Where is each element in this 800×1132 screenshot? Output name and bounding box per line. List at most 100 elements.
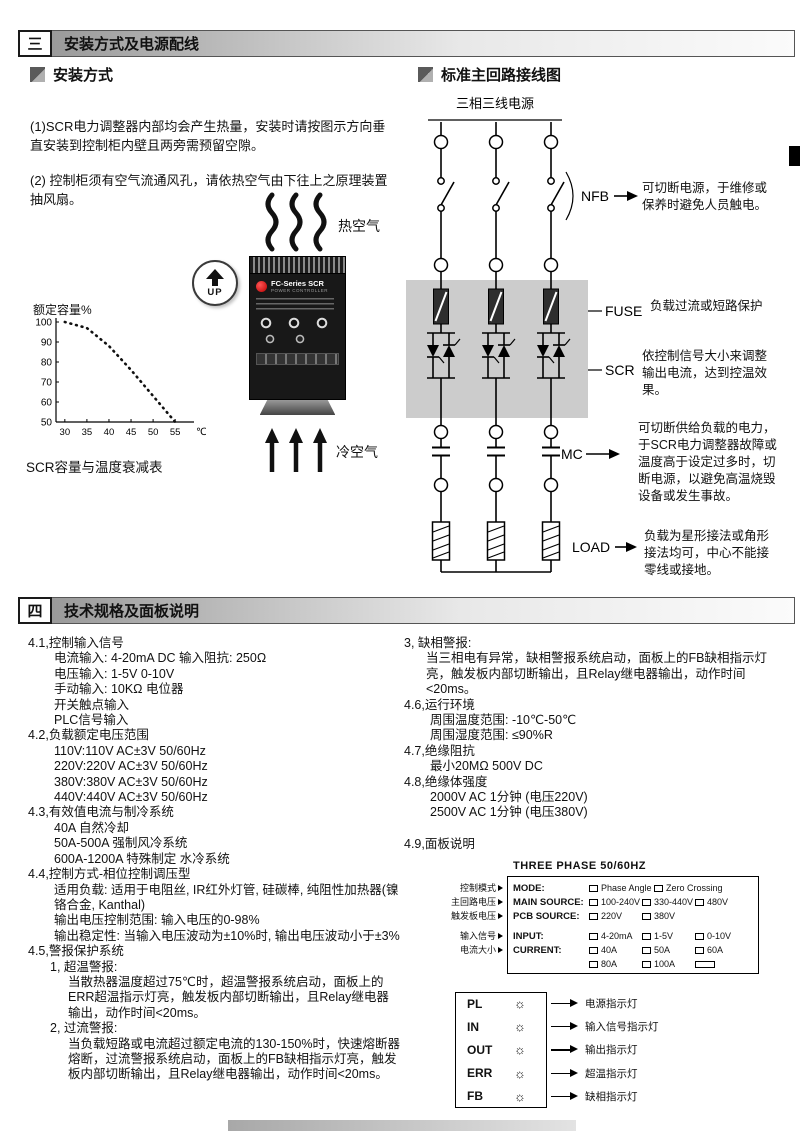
nfb-annotation: 可切断电源，于维修或保养时避免人员触电。	[642, 181, 768, 212]
source-label: 三相三线电源	[456, 96, 534, 111]
spec-line: 适用负载: 适用于电阻丝, IR红外灯管, 硅碳棒, 纯阻性加热器(镍铬合金, …	[54, 882, 399, 912]
nfb-group-brace	[565, 171, 574, 221]
scr-controller-device: FC-Series SCR POWER CONTROLLER	[249, 256, 346, 415]
panel-row-current-2: 80A 100A	[513, 957, 753, 971]
specs-right-column: 3, 缺相警报:当三相电有异常，缺相警报系统启动，面板上的FB缺相指示灯亮，触发…	[404, 636, 786, 852]
indicator-description: 电源指示灯	[585, 998, 638, 1011]
panel-row-current: CURRENT: 40A 50A 60A	[513, 943, 753, 957]
spec-line: 1, 超温警报:	[50, 959, 118, 974]
spec-line: 2, 过流警报:	[50, 1021, 118, 1036]
terminal-strip	[256, 353, 339, 365]
footer-bar	[228, 1120, 576, 1131]
panel-option-label: 330-440V	[654, 897, 694, 907]
checkbox-icon	[589, 898, 598, 906]
panel-option: 0-10V	[695, 931, 748, 941]
hot-air-waves-icon	[265, 192, 327, 252]
nfb-label: NFB	[581, 188, 609, 204]
panel-option-label: 480V	[707, 897, 729, 907]
x-tick-label: 30	[60, 427, 71, 438]
spec-line: 40A 自然冷却	[54, 820, 130, 835]
checkbox-icon	[695, 932, 704, 940]
section3-title: 安装方式及电源配线	[52, 30, 795, 57]
panel-title: THREE PHASE 50/60HZ	[513, 860, 646, 872]
panel-option: 40A	[589, 945, 642, 955]
indicator-name: FB	[467, 1089, 483, 1104]
y-tick-label: 60	[41, 398, 53, 409]
spec-line: 4.3,有效值电流与制冷系统	[28, 805, 174, 820]
x-tick-label: 45	[126, 427, 137, 438]
spec-line: 4.1,控制输入信号	[28, 636, 124, 650]
lamp-icon: ☼	[514, 1042, 526, 1058]
pointer-arrow-icon	[551, 1068, 579, 1078]
spec-line: 周围湿度范围: ≤90%R	[430, 728, 553, 743]
panel-side-label-input: 输入信号	[455, 929, 503, 942]
indicator-description: 超温指示灯	[585, 1067, 638, 1080]
fuse-annotation: 负载过流或短路保护	[650, 299, 763, 313]
nfb-arrow-icon	[627, 191, 638, 201]
x-tick-label: 55	[170, 427, 181, 438]
panel-option-label: 100A	[654, 959, 676, 969]
heatsink-fins	[249, 256, 346, 274]
x-tick-label: 50	[148, 427, 159, 438]
checkbox-icon	[642, 932, 651, 940]
panel-row-input: INPUT: 4-20mA 1-5V 0-10V	[513, 929, 753, 943]
spec-line: 440V:440V AC±3V 50/60Hz	[54, 790, 208, 805]
mc-annotation: 可切断供给负载的电力，于SCR电力调整器故障或温度高于设定过多时，切断电源，以避…	[638, 421, 777, 503]
square-bullet-icon	[418, 67, 433, 82]
blank-checkbox-icon	[695, 960, 715, 968]
lamp-icon: ☼	[514, 1065, 526, 1081]
spec-line: 220V:220V AC±3V 50/60Hz	[54, 759, 208, 774]
section4-title: 技术规格及面板说明	[52, 597, 795, 624]
cold-air-label: 冷空气	[336, 444, 378, 460]
spec-line: 电流输入: 4-20mA DC 输入阻抗: 250Ω	[54, 651, 267, 666]
panel-option: 60A	[695, 945, 748, 955]
wiring-subtitle-text: 标准主回路接线图	[441, 67, 562, 84]
spec-line: 当负载短路或电流超过额定电流的130-150%时，快速熔断器熔断，过流警报系统启…	[68, 1036, 400, 1082]
panel-options-box: MODE: Phase Angle Zero Crossing MAIN SOU…	[507, 876, 759, 974]
panel-row-main-source: MAIN SOURCE: 100-240V 330-440V 480V	[513, 895, 753, 909]
panel-option-label: 220V	[601, 911, 623, 921]
panel-option-label: 80A	[601, 959, 618, 969]
device-base	[259, 400, 336, 415]
checkbox-icon	[589, 912, 598, 920]
panel-option-label: Phase Angle	[601, 883, 652, 893]
panel-option: 330-440V	[642, 897, 695, 907]
checkbox-icon	[589, 932, 598, 940]
y-tick-label: 100	[35, 318, 52, 329]
device-front-panel: FC-Series SCR POWER CONTROLLER	[249, 274, 346, 400]
section3-header: 三 安装方式及电源配线	[18, 30, 795, 57]
up-label: UP	[207, 286, 223, 298]
lamp-icon: ☼	[514, 1019, 526, 1035]
lamp-icon: ☼	[514, 1088, 526, 1104]
main-circuit-diagram: 三相三线电源 NFB FUSE SCR MC LOAD 可切断电源，于维修或保养…	[398, 92, 800, 602]
derating-curve	[63, 320, 177, 424]
indicator-rows: PL ☼ 电源指示灯 IN ☼ 输入信号指示灯 OUT ☼ 输出指示灯 ERR …	[455, 992, 785, 1108]
indicator-row: FB ☼ 缺相指示灯	[455, 1085, 785, 1108]
section3-number: 三	[18, 30, 52, 57]
spec-line: PLC信号输入	[54, 713, 129, 728]
checkbox-icon	[642, 912, 651, 920]
x-tick-label: 35	[82, 427, 93, 438]
indicator-lights-legend: PL ☼ 电源指示灯 IN ☼ 输入信号指示灯 OUT ☼ 输出指示灯 ERR …	[455, 992, 785, 1110]
panel-side-label-mode: 控制模式	[455, 881, 503, 894]
load-annotation: 负载为星形接法或角形接法均可，中心不能接零线或接地。	[644, 529, 770, 577]
y-tick-label: 80	[41, 358, 53, 369]
panel-side-label-main: 主回路电压	[451, 895, 503, 908]
x-axis-unit-label: ℃	[196, 427, 206, 438]
panel-option: 80A	[589, 959, 642, 969]
indicator-box-border	[455, 992, 547, 1108]
checkbox-icon	[654, 884, 663, 892]
indicator-row: IN ☼ 输入信号指示灯	[455, 1015, 785, 1038]
pointer-arrow-icon	[551, 999, 579, 1008]
adjustment-knobs	[256, 317, 339, 330]
panel-row-pcb-source: PCB SOURCE: 220V 380V	[513, 909, 753, 923]
wiring-subtitle: 标准主回路接线图	[418, 64, 561, 85]
panel-row-label: CURRENT:	[513, 944, 562, 956]
page-edge-marker	[789, 146, 800, 166]
panel-option: 100-240V	[589, 897, 642, 907]
checkbox-icon	[642, 898, 651, 906]
load-arrow-icon	[626, 542, 637, 552]
panel-option-label: 380V	[654, 911, 676, 921]
install-para-1: (1)SCR电力调整器内部均会产生热量，安装时请按图示方向垂直安装到控制柜内壁且…	[30, 119, 386, 153]
